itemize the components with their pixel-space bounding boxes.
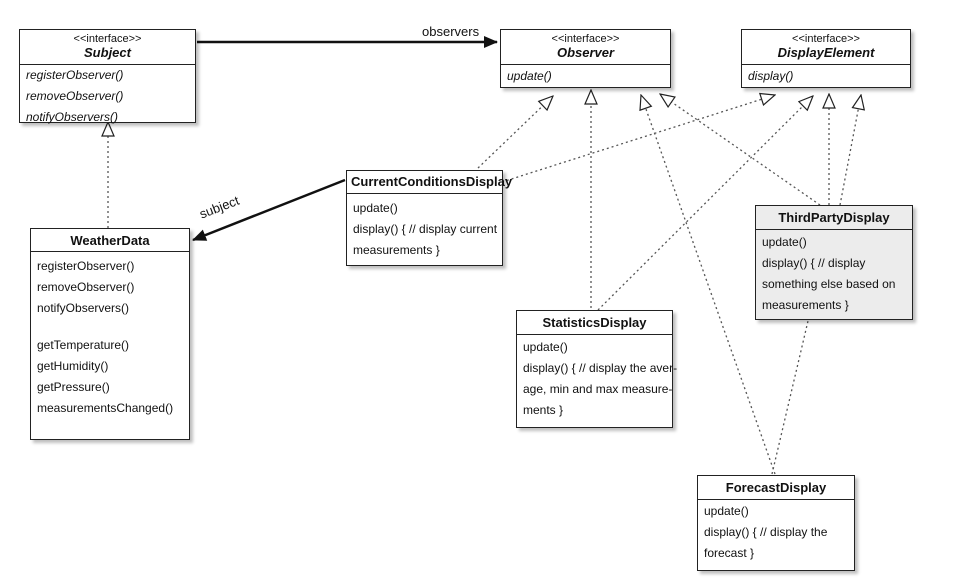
operation: registerObserver() xyxy=(26,68,124,82)
operations: update() xyxy=(501,65,670,91)
operation: update() xyxy=(704,504,749,518)
operations: update() display() { // display the fore… xyxy=(698,500,854,568)
class-name: WeatherData xyxy=(70,233,150,248)
operation: getPressure() xyxy=(37,380,110,394)
operation: update() xyxy=(353,201,398,215)
operations: registerObserver() removeObserver() noti… xyxy=(31,252,189,423)
class-header: WeatherData xyxy=(31,229,189,252)
class-third-party-display[interactable]: ThirdPartyDisplay update() display() { /… xyxy=(755,205,913,320)
class-header: <<interface>> Subject xyxy=(20,30,195,65)
operation: display() { // display xyxy=(762,256,866,270)
class-header: StatisticsDisplay xyxy=(517,311,672,335)
operations: registerObserver() removeObserver() noti… xyxy=(20,65,195,132)
class-name: ThirdPartyDisplay xyxy=(778,210,890,225)
forecast-thirdparty-link xyxy=(771,320,809,475)
class-subject[interactable]: <<interface>> Subject registerObserver()… xyxy=(19,29,196,124)
operation: update() xyxy=(523,340,568,354)
operation: getHumidity() xyxy=(37,359,109,373)
thirdparty-implements-displayelement-b xyxy=(839,95,861,206)
class-name: StatisticsDisplay xyxy=(542,315,647,330)
class-header: <<interface>> DisplayElement xyxy=(742,30,910,65)
operation: measurements } xyxy=(762,298,849,312)
operation: registerObserver() xyxy=(37,259,135,273)
operation: measurements } xyxy=(353,243,440,257)
class-name: Observer xyxy=(556,45,615,60)
operation: forecast } xyxy=(704,546,755,560)
operation: display() { // display the aver- xyxy=(523,361,678,375)
class-statistics-display[interactable]: StatisticsDisplay update() display() { /… xyxy=(516,310,678,428)
operation: display() { // display the xyxy=(704,525,828,539)
class-name: ForecastDisplay xyxy=(725,480,827,495)
class-header: ForecastDisplay xyxy=(698,476,854,500)
class-name: DisplayElement xyxy=(777,45,875,60)
class-header: <<interface>> Observer xyxy=(501,30,670,65)
operations: update() display() { // display the aver… xyxy=(517,335,678,425)
class-observer[interactable]: <<interface>> Observer update() xyxy=(500,29,671,88)
operations: update() display() { // display somethin… xyxy=(756,230,912,320)
class-current-conditions-display[interactable]: CurrentConditionsDisplay update() displa… xyxy=(346,170,513,266)
operation: getTemperature() xyxy=(37,338,130,352)
operation: display() { // display current xyxy=(353,222,498,236)
operation: removeObserver() xyxy=(26,89,124,103)
operations: display() xyxy=(742,65,910,91)
stereotype: <<interface>> xyxy=(551,33,620,45)
operation: update() xyxy=(507,69,552,83)
operations: update() display() { // display current … xyxy=(347,194,502,265)
currentconditions-implements-displayelement xyxy=(501,95,775,183)
operation: ments } xyxy=(523,403,564,417)
operation: age, min and max measure- xyxy=(523,382,673,396)
operation: display() xyxy=(748,69,794,83)
operation: measurementsChanged() xyxy=(37,401,174,415)
class-weather-data[interactable]: WeatherData registerObserver() removeObs… xyxy=(30,228,190,440)
operation: removeObserver() xyxy=(37,280,135,294)
operation: notifyObservers() xyxy=(37,301,130,315)
subject-association-line xyxy=(192,178,346,242)
operation: notifyObservers() xyxy=(26,110,119,124)
class-forecast-display[interactable]: ForecastDisplay update() display() { // … xyxy=(697,475,855,571)
forecast-implements-observer xyxy=(641,95,776,475)
class-name: CurrentConditionsDisplay xyxy=(351,174,513,189)
class-header: ThirdPartyDisplay xyxy=(756,206,912,230)
currentconditions-implements-observer xyxy=(477,96,553,169)
thirdparty-implements-observer xyxy=(660,94,821,206)
class-display-element[interactable]: <<interface>> DisplayElement display() xyxy=(741,29,911,88)
observers-label: observers xyxy=(422,24,480,39)
statistics-implements-displayelement xyxy=(597,96,813,311)
class-name: Subject xyxy=(84,45,131,60)
stereotype: <<interface>> xyxy=(73,33,142,45)
operation: update() xyxy=(762,235,807,249)
operation: something else based on xyxy=(762,277,896,291)
stereotype: <<interface>> xyxy=(792,33,860,45)
class-header: CurrentConditionsDisplay xyxy=(347,171,513,194)
